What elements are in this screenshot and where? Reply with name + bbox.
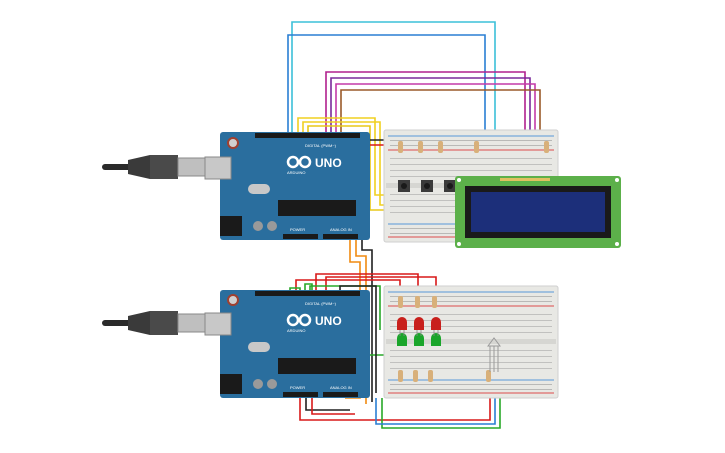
wire-blue — [287, 34, 486, 155]
resistors-top — [398, 141, 549, 153]
usb-port — [204, 156, 232, 180]
digital-header — [255, 291, 360, 296]
digital-label: DIGITAL (PWM~) — [305, 143, 337, 148]
atmega-chip-icon — [278, 358, 356, 374]
resistors-bottom — [398, 296, 491, 382]
sensor-component — [487, 337, 501, 372]
wire-red-led-2 — [315, 273, 419, 296]
wire-magenta-1 — [325, 71, 526, 160]
analog-header — [323, 234, 358, 239]
power-header — [283, 392, 318, 397]
push-buttons — [398, 180, 456, 192]
wire-cyan — [291, 21, 496, 155]
wire-green-bottom — [381, 372, 501, 429]
board-logo-text: UNO — [315, 314, 342, 328]
lcd-pins — [500, 178, 550, 181]
usb-cable-icon — [102, 311, 207, 335]
power-header — [283, 234, 318, 239]
infinity-logo-icon — [286, 313, 312, 327]
red-leds — [397, 317, 441, 330]
usb-cable-icon — [102, 155, 207, 179]
usb-port — [204, 312, 232, 336]
reset-button-icon — [227, 294, 239, 306]
analog-label: ANALOG IN — [330, 385, 352, 390]
arduino-board-top: UNO ARDUINO DIGITAL (PWM~) POWER ANALOG … — [102, 132, 370, 240]
board-pcb — [220, 290, 370, 398]
power-label: POWER — [290, 227, 305, 232]
analog-label: ANALOG IN — [330, 227, 352, 232]
green-leds — [397, 333, 441, 346]
wire-brown — [340, 89, 541, 160]
board-brand-text: ARDUINO — [287, 170, 305, 175]
wire-black-bottom — [305, 398, 350, 411]
digital-header — [255, 133, 360, 138]
digital-label: DIGITAL (PWM~) — [305, 301, 337, 306]
infinity-logo-icon — [286, 155, 312, 169]
arduino-board-bottom: UNO ARDUINO DIGITAL (PWM~) POWER ANALOG … — [102, 290, 370, 398]
board-brand-text: ARDUINO — [287, 328, 305, 333]
board-logo-text: UNO — [315, 156, 342, 170]
breadboard-holes-bottom — [390, 296, 552, 390]
power-jack-icon — [220, 216, 242, 236]
breadboard-bottom — [383, 285, 559, 399]
wire-black-bot-1 — [339, 285, 377, 393]
wire-purple-1 — [330, 77, 531, 160]
wire-black-mid — [361, 238, 373, 402]
lcd-display — [455, 176, 621, 248]
analog-header — [323, 392, 358, 397]
wire-magenta-2 — [335, 83, 536, 160]
atmega-chip-icon — [278, 200, 356, 216]
power-jack-icon — [220, 374, 242, 394]
reset-button-icon — [227, 137, 239, 149]
power-label: POWER — [290, 385, 305, 390]
wire-red-bottom-2 — [311, 398, 355, 415]
board-pcb — [220, 132, 370, 240]
